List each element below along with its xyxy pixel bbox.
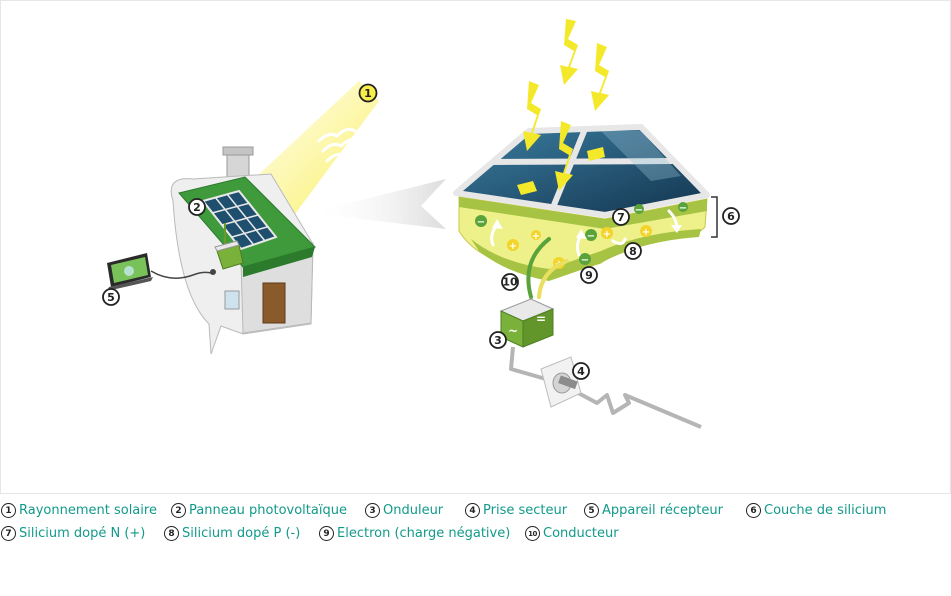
legend-number: 5	[584, 503, 599, 518]
svg-text:6: 6	[727, 210, 735, 223]
legend-item-7: 7 Silicium dopé N (+)	[1, 526, 145, 541]
legend-number: 6	[746, 503, 761, 518]
legend-label: Electron (charge négative)	[337, 526, 511, 541]
negative-charge: −	[475, 215, 487, 228]
legend-label: Panneau photovoltaïque	[189, 503, 347, 518]
legend-label: Onduleur	[383, 503, 444, 518]
legend-number: 8	[164, 526, 179, 541]
svg-text:2: 2	[193, 201, 201, 214]
legend-item-6: 6 Couche de silicium	[746, 503, 886, 518]
legend-item-9: 9 Electron (charge négative)	[319, 526, 510, 541]
inverter: = ~	[499, 298, 555, 348]
wall-socket	[540, 356, 582, 408]
svg-text:3: 3	[494, 334, 502, 347]
callout-1: 1	[358, 83, 378, 103]
zoom-cone	[309, 179, 446, 229]
svg-text:−: −	[679, 203, 687, 214]
legend-item-2: 2 Panneau photovoltaïque	[171, 503, 347, 518]
svg-text:7: 7	[617, 211, 625, 224]
positive-charge: +	[507, 239, 519, 252]
legend-number: 9	[319, 526, 334, 541]
svg-text:−: −	[581, 255, 589, 266]
svg-text:+: +	[509, 241, 517, 252]
negative-charge: −	[634, 204, 644, 216]
silicon-bracket	[711, 196, 718, 238]
negative-charge: −	[585, 229, 597, 242]
callout-8: 8	[624, 242, 642, 260]
power-cable	[509, 346, 702, 429]
house-inverter	[214, 223, 244, 270]
svg-text:+: +	[532, 231, 540, 242]
svg-text:−: −	[635, 205, 643, 216]
svg-text:−: −	[587, 231, 595, 242]
legend-label: Conducteur	[543, 526, 619, 541]
legend-number: 10	[525, 526, 540, 541]
positive-charge: +	[640, 225, 652, 238]
svg-text:=: =	[536, 312, 546, 326]
legend-label: Appareil récepteur	[602, 503, 723, 518]
legend-label: Prise secteur	[483, 503, 568, 518]
legend-item-8: 8 Silicium dopé P (-)	[164, 526, 300, 541]
legend-number: 4	[465, 503, 480, 518]
callout-7: 7	[612, 208, 630, 226]
legend-label: Silicium dopé N (+)	[19, 526, 146, 541]
legend-label: Couche de silicium	[764, 503, 887, 518]
legend-number: 7	[1, 526, 16, 541]
legend-item-4: 4 Prise secteur	[465, 503, 567, 518]
positive-charge: +	[601, 227, 613, 240]
svg-text:−: −	[477, 217, 485, 228]
electron-arrows	[490, 209, 682, 257]
svg-text:4: 4	[577, 365, 585, 378]
charge-carriers: + + + + + − − − − −	[475, 202, 688, 270]
svg-text:1: 1	[364, 87, 372, 100]
solar-diagram-illustration: + + + + + − − − − − = ~	[0, 0, 951, 494]
conductor-wires	[526, 237, 569, 299]
negative-charge: −	[579, 253, 591, 266]
svg-text:10: 10	[502, 276, 518, 289]
callout-5: 5	[102, 288, 120, 306]
callout-4: 4	[572, 362, 590, 380]
legend-number: 3	[365, 503, 380, 518]
svg-text:8: 8	[629, 245, 637, 258]
legend-label: Silicium dopé P (-)	[182, 526, 301, 541]
house-solar-panel	[201, 189, 278, 251]
callout-2: 2	[188, 198, 206, 216]
callout-6: 6	[722, 207, 740, 225]
svg-text:+: +	[642, 227, 650, 238]
legend: 1 Rayonnement solaire 2 Panneau photovol…	[0, 500, 951, 560]
legend-item-10: 10 Conducteur	[525, 526, 619, 541]
tv-receiver	[107, 253, 216, 291]
legend-item-3: 3 Onduleur	[365, 503, 443, 518]
legend-item-5: 5 Appareil récepteur	[584, 503, 723, 518]
negative-charge: −	[678, 202, 688, 214]
zoomed-panel-glass	[453, 124, 710, 218]
legend-item-1: 1 Rayonnement solaire	[1, 503, 157, 518]
callout-9: 9	[580, 266, 598, 284]
positive-charge: +	[531, 230, 541, 242]
callout-3: 3	[489, 331, 507, 349]
svg-text:9: 9	[585, 269, 593, 282]
legend-label: Rayonnement solaire	[19, 503, 157, 518]
callout-10: 10	[501, 273, 519, 291]
legend-number: 2	[171, 503, 186, 518]
svg-text:5: 5	[107, 291, 115, 304]
svg-text:~: ~	[508, 324, 518, 338]
legend-number: 1	[1, 503, 16, 518]
svg-text:+: +	[603, 229, 611, 240]
sunlight-arrows	[517, 19, 609, 195]
house	[170, 146, 316, 355]
